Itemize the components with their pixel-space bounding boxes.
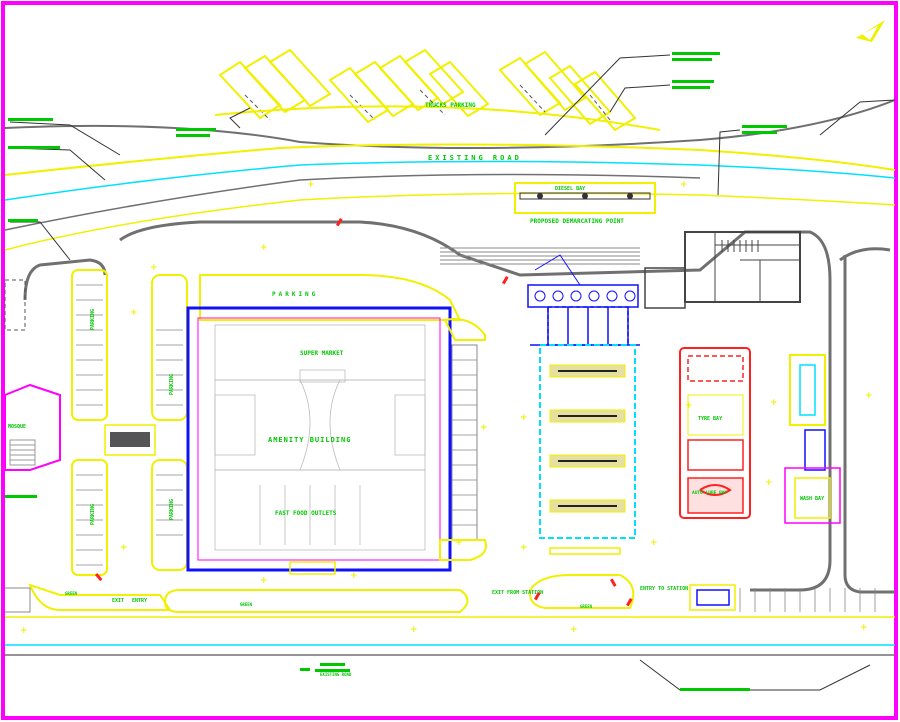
bottom-landscape: EXIT ENTRY EXIT FROM STATION ENTRY TO ST… [5,574,876,613]
green-label-3: GREEN [580,604,593,609]
yellow-markers: + + + + + + + + + + + + + + + + + + + + + [20,180,873,636]
green-label-1: GREEN [65,591,78,596]
svg-text:+: + [865,391,873,401]
mosque-label: MOSQUE [8,424,26,430]
entry-to-station-label: ENTRY TO STATION [640,586,688,592]
pump-islands [549,364,626,513]
existing-road-bottom-label: EXISTING ROAD [320,672,352,677]
super-market-label: SUPER MARKET [300,350,344,357]
truck-parking-band [214,105,661,131]
wash-bay: WASH BAY [784,354,841,524]
bottom-road [5,616,895,656]
parking-bl-label: PARKING [90,504,96,525]
annotation-notes [5,52,787,691]
svg-text:+: + [307,180,315,190]
auto-lube-label: AUTO LUBE BAY [692,490,728,496]
entry-label: ENTRY [132,598,147,604]
svg-text:+: + [20,626,28,636]
left-parking: PARKING PARKING PARKING PARKING [71,269,188,576]
service-block: TYRE BAY AUTO LUBE BAY [679,347,751,519]
top-parking: PARKING [199,274,462,321]
svg-text:+: + [570,625,578,635]
svg-text:+: + [520,543,528,553]
existing-road [4,99,896,251]
exit-label: EXIT [112,598,124,604]
amenity-building-label: AMENITY BUILDING [268,436,351,444]
svg-text:+: + [455,538,463,548]
amenity-building: SUPER MARKET AMENITY BUILDING FAST FOOD … [186,306,452,575]
existing-road-label: EXISTING ROAD [428,154,522,162]
fast-food-label: FAST FOOD OUTLETS [275,510,337,517]
crosswalk [104,424,156,456]
callout-leaders [9,54,896,691]
exit-from-station-label: EXIT FROM STATION [492,590,543,596]
svg-text:+: + [765,478,773,488]
green-label-2: GREEN [240,602,253,607]
svg-text:+: + [770,398,778,408]
svg-text:+: + [650,538,658,548]
tyre-bay-label: TYRE BAY [698,416,722,422]
svg-text:+: + [350,571,358,581]
svg-text:+: + [410,625,418,635]
hatch-area [440,247,640,265]
red-markers [95,218,633,607]
svg-text:+: + [860,623,868,633]
parking-top-label: PARKING [272,291,318,298]
svg-text:+: + [150,263,158,273]
parking-left2-label: PARKING [169,374,175,395]
station-office [644,231,801,309]
north-arrow-icon [856,20,885,42]
fuel-canopy [527,254,640,555]
svg-text:+: + [260,243,268,253]
mosque: MOSQUE [4,383,61,471]
left-edge-dashed [4,279,26,331]
svg-text:+: + [685,401,693,411]
truck-parking-stalls [218,48,637,132]
trucks-parking-label: TRUCKS PARKING [425,102,476,109]
svg-text:+: + [480,423,488,433]
svg-text:+: + [520,413,528,423]
wash-bay-label: WASH BAY [800,496,824,502]
svg-text:+: + [120,543,128,553]
parking-left-label: PARKING [90,309,96,330]
diesel-bay-label: DIESEL BAY [555,186,585,192]
svg-text:+: + [260,576,268,586]
svg-text:+: + [680,180,688,190]
parking-bl2-label: PARKING [169,499,175,520]
right-parking [439,318,487,561]
demarcating-point-label: PROPOSED DEMARCATING POINT [530,218,624,225]
svg-text:+: + [130,308,138,318]
diesel-bay: DIESEL BAY [514,182,656,214]
